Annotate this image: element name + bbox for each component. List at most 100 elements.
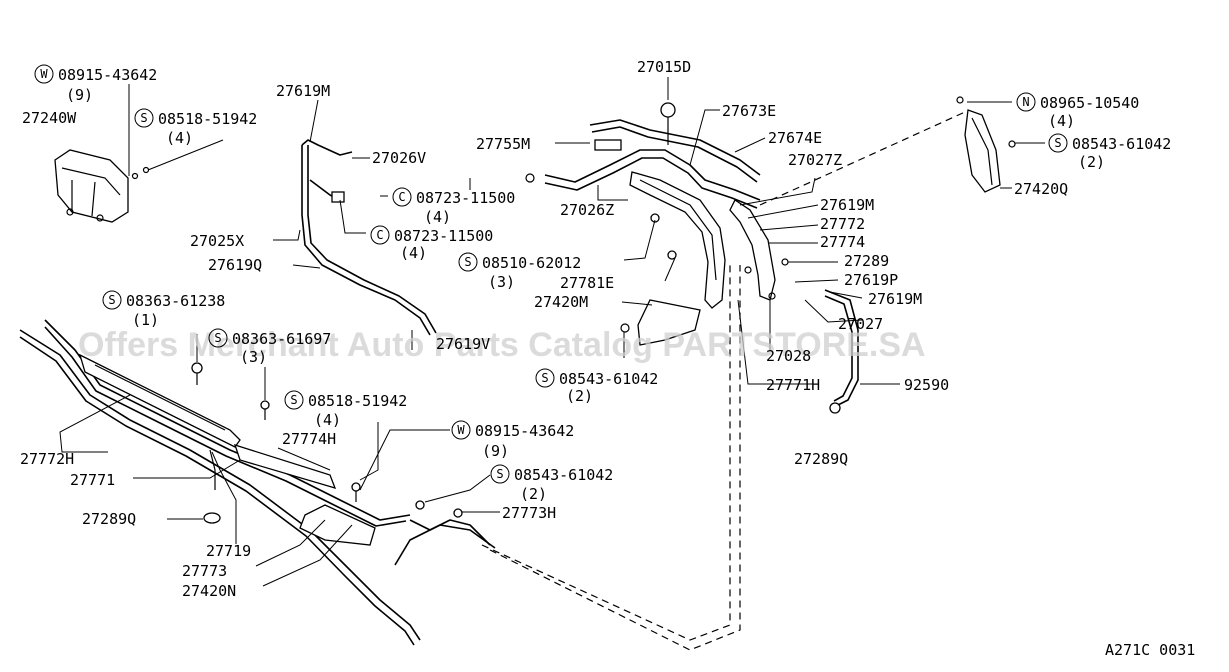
part-number-label: 27773H: [502, 504, 556, 522]
part-number-label: 08518-51942: [158, 110, 257, 128]
part-number-label: 08965-10540: [1040, 94, 1139, 112]
part-number-label: 27772: [820, 215, 865, 233]
quantity-label: (4): [166, 129, 193, 147]
lower-tubes: [19, 319, 496, 646]
callout-c15: C 08723-11500: [370, 225, 493, 245]
hose-assembly-center: [525, 102, 761, 209]
part-number-label: 08915-43642: [58, 66, 157, 84]
part-number-label: 92590: [904, 376, 949, 394]
callout-c46: S 08543-61042: [1048, 133, 1171, 153]
badge-letter: S: [541, 371, 548, 385]
badge-letter: W: [457, 423, 465, 437]
part-number-label: 08915-43642: [475, 422, 574, 440]
part-number-label: 27026Z: [560, 201, 614, 219]
part-number-label: 27673E: [722, 102, 776, 120]
part-number-label: 27289Q: [82, 510, 136, 528]
callout-c3: S 08518-51942: [134, 108, 257, 128]
quantity-label: (2): [520, 485, 547, 503]
bracket-27420n: [299, 504, 376, 546]
part-number-label: 27027: [838, 315, 883, 333]
part-number-label: 27028: [766, 347, 811, 365]
part-number-label: 27015D: [637, 58, 691, 76]
badge-letter: C: [398, 190, 405, 204]
part-number-label: 27619P: [844, 271, 898, 289]
quantity-label: (1): [132, 311, 159, 329]
bracket-27026z: [629, 171, 726, 309]
badge-letter: S: [108, 293, 115, 307]
leader-lines: [59, 77, 1045, 587]
part-number-label: 08723-11500: [416, 189, 515, 207]
hose-27025x: [301, 139, 437, 336]
quantity-label: (2): [566, 387, 593, 405]
quantity-label: (9): [66, 86, 93, 104]
callout-c33: S 08518-51942: [284, 390, 407, 410]
quantity-label: (4): [424, 208, 451, 226]
figure-code: A271C 0031: [1105, 641, 1195, 659]
badge-letter: S: [140, 111, 147, 125]
quantity-label: (4): [314, 411, 341, 429]
part-number-label: 27289Q: [794, 450, 848, 468]
quantity-label: (4): [400, 244, 427, 262]
part-number-label: 27755M: [476, 135, 530, 153]
part-number-label: 27674E: [768, 129, 822, 147]
part-number-label: 27781E: [560, 274, 614, 292]
quantity-label: (4): [1048, 112, 1075, 130]
callout-c30: S 08543-61042: [535, 368, 658, 388]
part-number-label: 08510-62012: [482, 254, 581, 272]
rail-27772h: [78, 353, 241, 448]
part-number-label: 08363-61238: [126, 292, 225, 310]
badge-letter: S: [464, 255, 471, 269]
part-number-label: 27027Z: [788, 151, 842, 169]
part-number-label: 08363-61697: [232, 330, 331, 348]
badge-letter: S: [1054, 136, 1061, 150]
part-number-label: 27026V: [372, 149, 426, 167]
badge-letter: S: [290, 393, 297, 407]
callout-c1: W 08915-43642: [34, 64, 157, 84]
part-number-label: 27619Q: [208, 256, 262, 274]
part-number-label: 27772H: [20, 450, 74, 468]
part-number-label: 27773: [182, 562, 227, 580]
part-number-label: 27774H: [282, 430, 336, 448]
module-27240w: [54, 149, 150, 223]
bracket-27027z: [729, 199, 789, 301]
part-number-label: 27420Q: [1014, 180, 1068, 198]
watermark: Offers Merchant Auto Parts Catalog PARTS…: [78, 326, 926, 364]
part-number-label: 27771H: [766, 376, 820, 394]
part-number-label: 27619M: [820, 196, 874, 214]
panel-27420q: [956, 96, 1016, 193]
callout-c27: S 08363-61697: [208, 328, 331, 348]
part-number-label: 27774: [820, 233, 865, 251]
quantity-label: (3): [488, 273, 515, 291]
part-number-label: 27619V: [436, 335, 490, 353]
callout-c35: W 08915-43642: [451, 420, 574, 440]
part-number-label: 08543-61042: [514, 466, 613, 484]
badge-letter: W: [40, 67, 48, 81]
quantity-label: (9): [482, 442, 509, 460]
callout-c45: N 08965-10540: [1016, 92, 1139, 112]
strip-27774h: [233, 443, 337, 489]
quantity-label: (2): [1078, 153, 1105, 171]
part-number-label: 27420N: [182, 582, 236, 600]
part-drawings: [19, 96, 1016, 651]
callout-c25: S 08363-61238: [102, 290, 225, 310]
part-number-label: 08723-11500: [394, 227, 493, 245]
part-number-label: 27771: [70, 471, 115, 489]
badge-letter: S: [214, 331, 221, 345]
callout-c39: S 08543-61042: [490, 464, 613, 484]
callout-c19: S 08510-62012: [458, 252, 581, 272]
part-number-label: 08543-61042: [559, 370, 658, 388]
bracket-27420m: [620, 299, 701, 346]
hose-92590: [824, 289, 859, 414]
fasteners: [191, 213, 677, 524]
part-number-label: 27619M: [868, 290, 922, 308]
part-number-label: 27719: [206, 542, 251, 560]
part-number-label: 08518-51942: [308, 392, 407, 410]
part-number-label: 27240W: [22, 109, 77, 127]
part-number-label: 08543-61042: [1072, 135, 1171, 153]
part-number-label: 27420M: [534, 293, 588, 311]
dashed-routing: [481, 111, 966, 651]
callout-labels: W 08915-43642 (9) 27240W S 08518-51942 (…: [20, 58, 1171, 600]
badge-letter: S: [496, 467, 503, 481]
quantity-label: (3): [240, 348, 267, 366]
badge-letter: C: [376, 228, 383, 242]
